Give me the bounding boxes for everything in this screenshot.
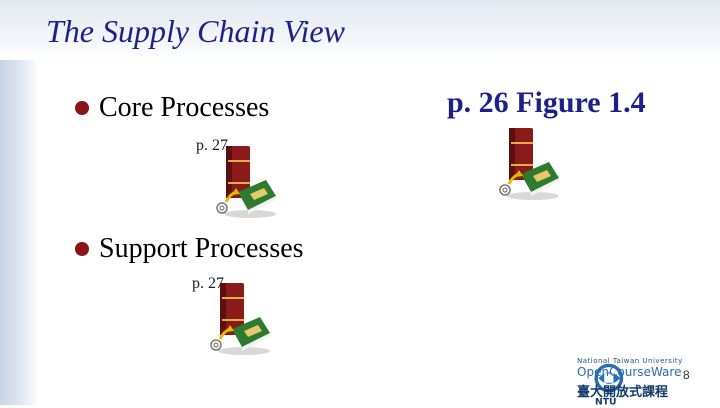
slide-title: The Supply Chain View — [46, 13, 345, 49]
page-ref-core: p. 27 — [196, 137, 228, 154]
bullet-label: Support Processes — [99, 233, 304, 264]
bullet-icon — [75, 101, 89, 115]
ocw-mark: NTU — [595, 397, 616, 408]
book-link-core[interactable] — [212, 140, 278, 220]
book-link-icon — [210, 283, 270, 355]
left-decor-bar — [0, 0, 36, 405]
bullet-icon — [75, 242, 89, 256]
ocw-chinese-name: 臺大開放式課程 — [577, 385, 669, 400]
figure-reference: p. 26 Figure 1.4 — [447, 86, 646, 119]
book-link-icon — [499, 128, 559, 200]
ocw-logo: NTU National Taiwan University OpenCours… — [545, 356, 682, 408]
page-ref-support: p. 27 — [192, 275, 224, 292]
book-link-support[interactable] — [206, 277, 272, 357]
book-link-icon — [216, 146, 276, 218]
bullet-support-processes: Support Processes — [75, 233, 304, 265]
top-decor-bar — [0, 0, 720, 60]
ocw-logo-icon: NTU — [594, 363, 624, 408]
bullet-core-processes: Core Processes — [75, 92, 269, 124]
page-number: 8 — [683, 368, 690, 382]
book-link-figure[interactable] — [495, 122, 561, 202]
ocw-university-name: National Taiwan University — [577, 357, 683, 365]
ocw-name: OpenCourseWare — [577, 365, 682, 379]
bullet-label: Core Processes — [99, 92, 270, 123]
